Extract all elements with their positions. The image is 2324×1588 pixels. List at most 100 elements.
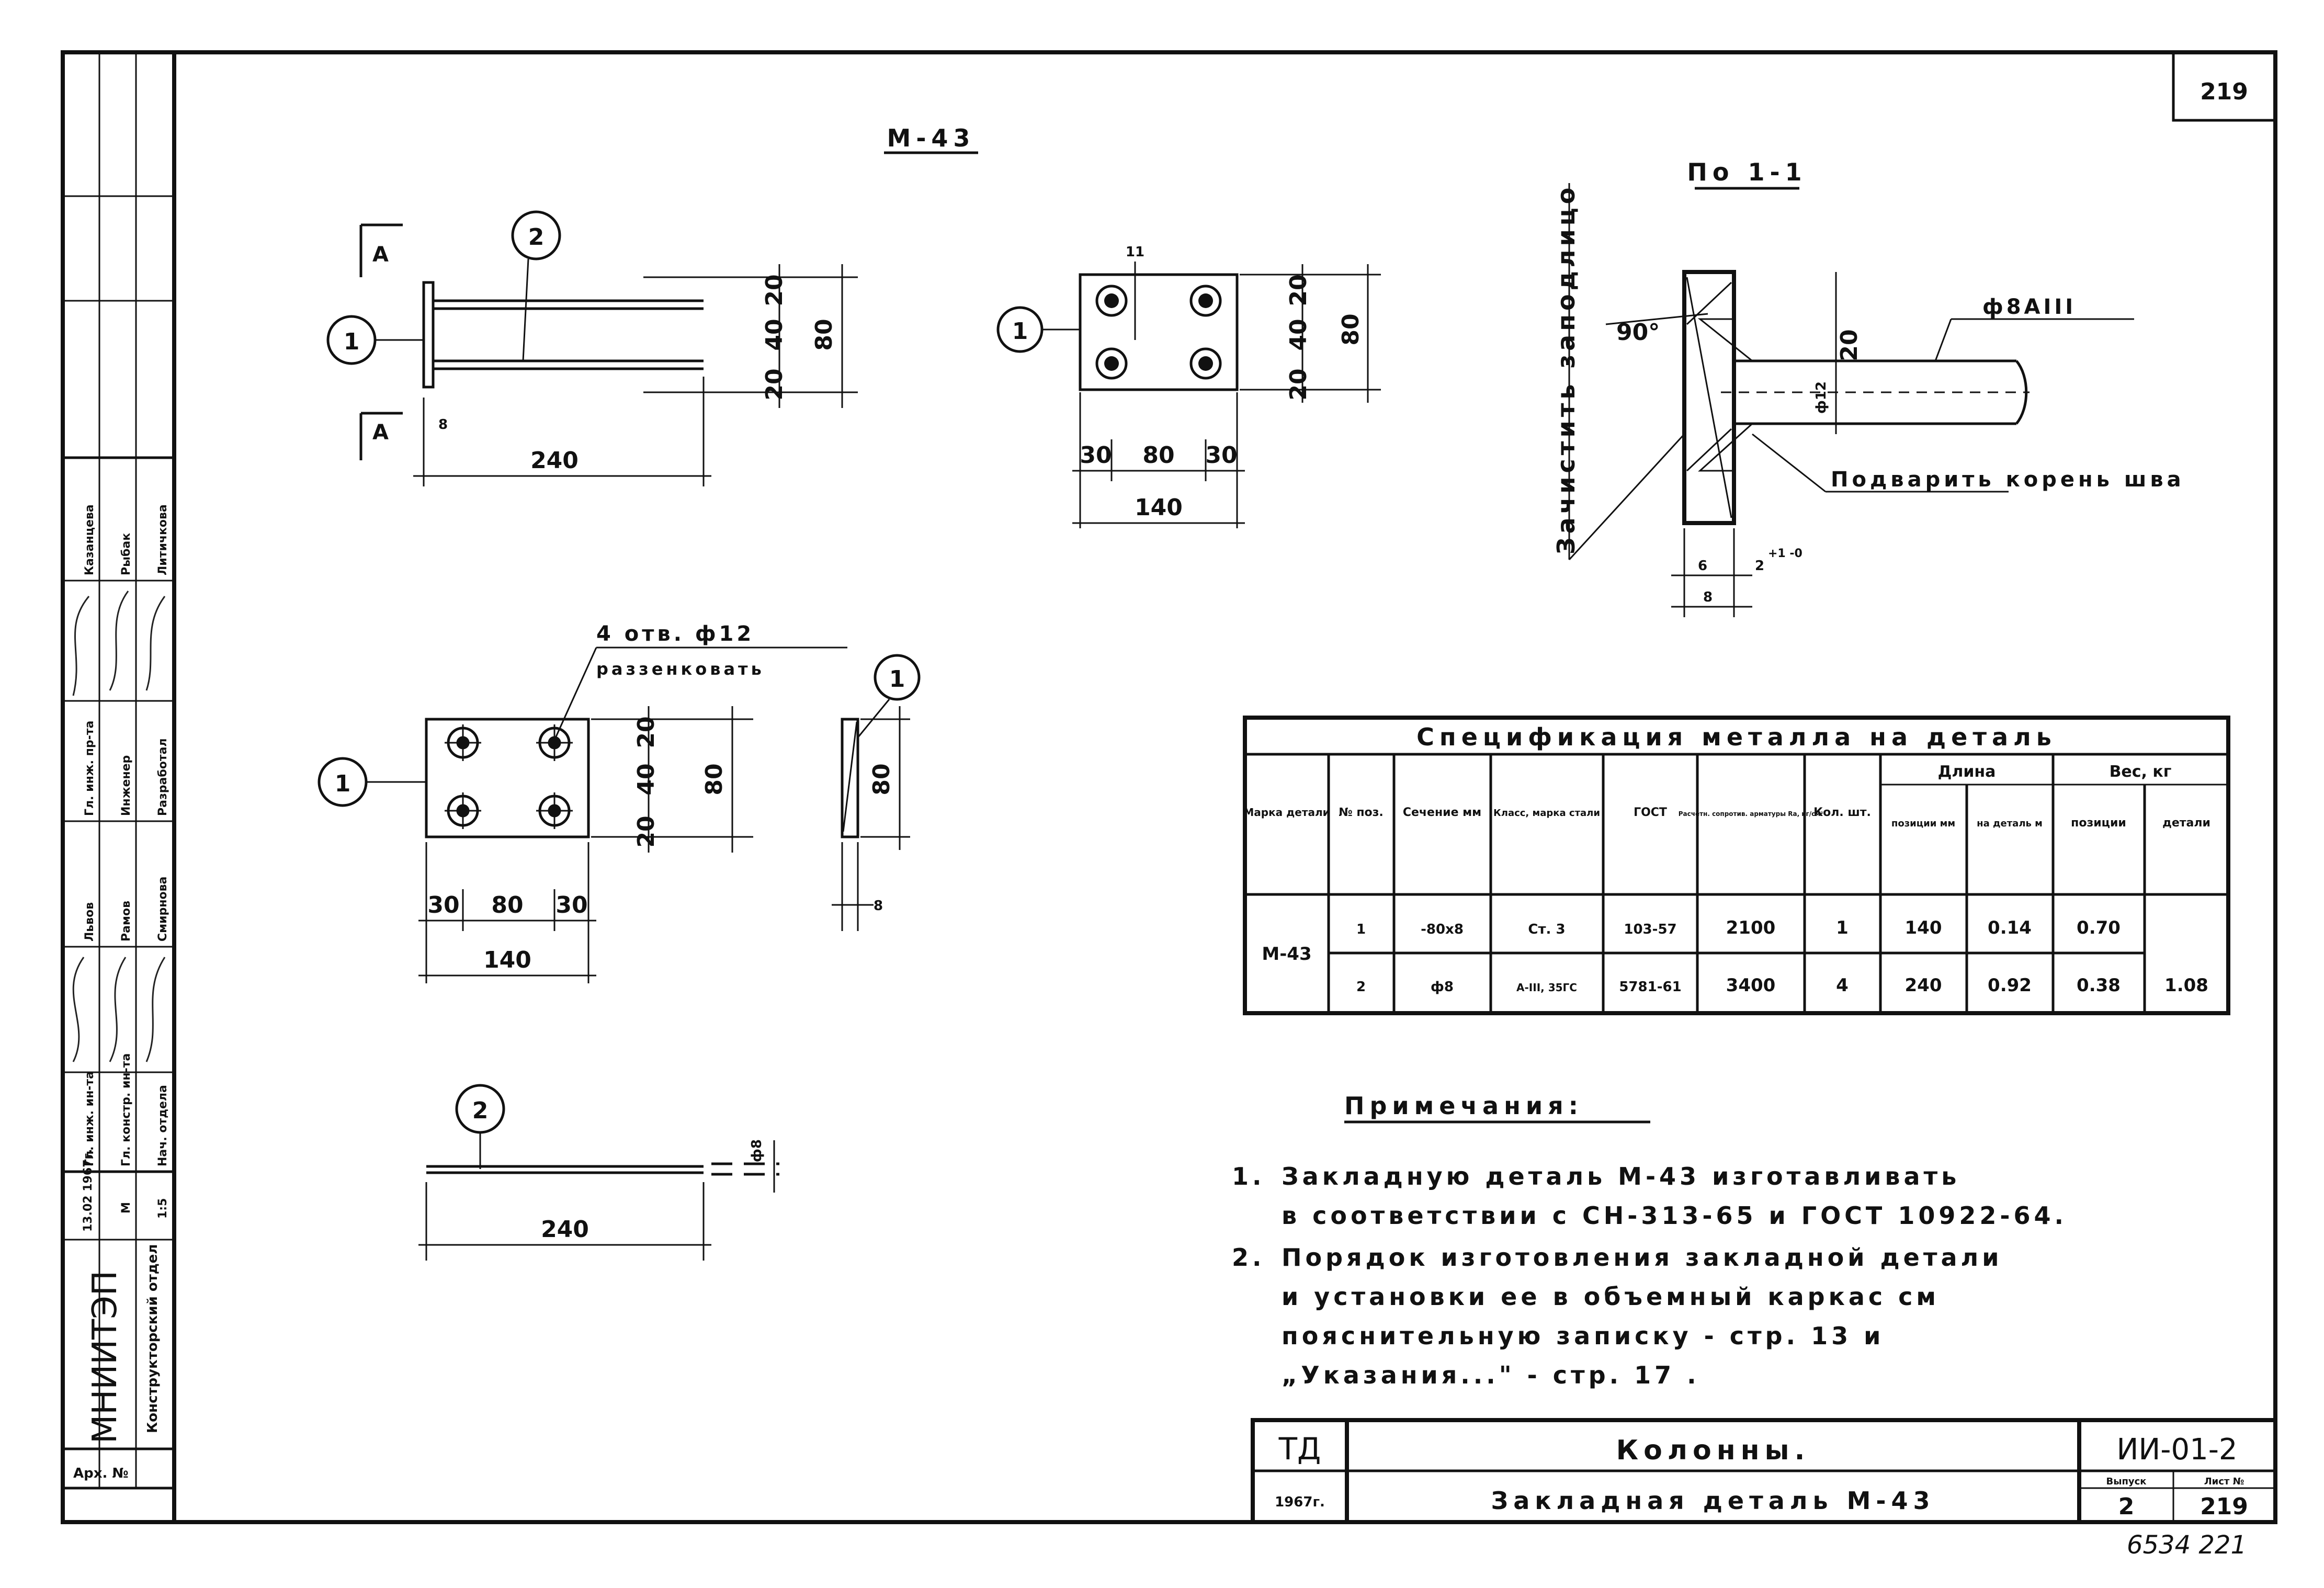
list-item: 2. Порядок изготовления закладной детали… bbox=[1232, 1243, 2002, 1389]
list-item: 1. Закладную деталь М-43 изготавливать в… bbox=[1232, 1162, 2067, 1230]
role-gl-inzh-proekta: Гл. инж. пр-та bbox=[83, 721, 96, 816]
cell-section: ф8 bbox=[1431, 979, 1454, 995]
tb-year: 1967г. bbox=[1275, 1494, 1325, 1510]
name-kazantseva: Казанцева bbox=[83, 504, 96, 575]
department-name: Конструкторский отдел bbox=[145, 1244, 161, 1433]
role-inzhener: Инженер bbox=[120, 755, 133, 816]
weld-tolerance: +1 -0 bbox=[1768, 547, 1802, 560]
name-ramov: Рамов bbox=[120, 901, 133, 942]
pos-1-bubble: 1 bbox=[344, 328, 360, 355]
table-row: 2 ф8 А-III, 35ГС 5781-61 3400 4 240 0.92… bbox=[1356, 975, 2208, 996]
sheet-number: 219 bbox=[2200, 78, 2248, 105]
view-section-weld: По 1-1 Зачистить заподлицо 90° ф8АIII 20… bbox=[1552, 158, 2185, 617]
view-elevation: А А 1 2 20 40 20 80 240 8 bbox=[326, 210, 858, 486]
cell-steel: Ст. 3 bbox=[1528, 922, 1565, 937]
signature-marks-lower bbox=[72, 957, 166, 1062]
role-razrabotal: Разработал bbox=[156, 738, 169, 816]
role-gl-inzh-inst: Гл. инж. ин-та bbox=[83, 1071, 96, 1166]
hdr-gost: ГОСТ bbox=[1634, 806, 1667, 819]
side-note-text: Зачистить заподлицо bbox=[1552, 184, 1580, 554]
front-dim-30b: 30 bbox=[1205, 442, 1237, 469]
archive-label: Арх. № bbox=[73, 1466, 129, 1481]
plate-dim-40: 40 bbox=[633, 763, 660, 795]
plate-dim-20b: 20 bbox=[633, 815, 660, 847]
hdr-steel: Класс, марка стали bbox=[1493, 808, 1600, 819]
plate-dim-80h: 80 bbox=[491, 892, 523, 918]
tb-sheet-label: Лист № bbox=[2204, 1476, 2244, 1487]
hdr-resistance: Расчетн. сопротив. арматуры Ra, кг/см² bbox=[1679, 810, 1823, 818]
stamp-date: 13.02 1967г. bbox=[82, 1149, 95, 1232]
cell-section: -80х8 bbox=[1421, 922, 1464, 937]
plate-dim-20a: 20 bbox=[633, 716, 660, 748]
plate-dim-30b: 30 bbox=[556, 892, 587, 918]
note-2-num: 2. bbox=[1232, 1243, 1265, 1272]
tb-issue: 2 bbox=[2118, 1493, 2135, 1520]
role-nach-otdela: Нач. отдела bbox=[156, 1085, 169, 1166]
plate-pos-1: 1 bbox=[335, 770, 351, 797]
plate-dim-30a: 30 bbox=[427, 892, 459, 918]
hdr-mark: Марка детали bbox=[1243, 806, 1330, 819]
tb-issue-label: Выпуск bbox=[2106, 1476, 2146, 1487]
name-lvov: Львов bbox=[83, 902, 96, 942]
view-front-plate: 11 1 20 40 20 80 30 80 30 140 bbox=[996, 244, 1381, 528]
note-1-line-1: Закладную деталь М-43 изготавливать bbox=[1282, 1162, 1960, 1190]
note-2-line-3: пояснительную записку - стр. 13 и bbox=[1282, 1322, 1884, 1350]
cell-qty: 4 bbox=[1836, 975, 1849, 996]
stamp-number: 6534 221 bbox=[2127, 1530, 2247, 1560]
edge-dim-8: 8 bbox=[874, 898, 883, 914]
front-dim-80: 80 bbox=[1337, 313, 1364, 345]
angle-90: 90° bbox=[1616, 319, 1660, 346]
cell-len-pos: 240 bbox=[1905, 975, 1942, 996]
plate-dim-140: 140 bbox=[483, 947, 531, 973]
weld-note-line1: Подварить корень шва bbox=[1831, 468, 2185, 492]
front-dim-30a: 30 bbox=[1080, 442, 1112, 469]
tb-org: ТД bbox=[1278, 1431, 1321, 1467]
tb-title-1: Колонны. bbox=[1616, 1435, 1810, 1466]
weld-dim-phi12: ф12 bbox=[1813, 381, 1829, 414]
cell-resistance: 2100 bbox=[1726, 917, 1776, 938]
front-dim-80h: 80 bbox=[1142, 442, 1174, 469]
spec-table: Спецификация металла на деталь Марка дет… bbox=[1243, 716, 2230, 1015]
tb-sheet: 219 bbox=[2200, 1493, 2248, 1520]
stamp-scale: 1:5 bbox=[156, 1198, 169, 1219]
weld-dim-6: 6 bbox=[1698, 558, 1707, 574]
weld-dim-20: 20 bbox=[1836, 329, 1863, 361]
hdr-weight-pos: позиции bbox=[2071, 816, 2126, 830]
dim-80: 80 bbox=[811, 319, 837, 350]
dim-20-bottom: 20 bbox=[761, 368, 788, 400]
cell-pos: 2 bbox=[1356, 979, 1366, 995]
hdr-qty: Кол. шт. bbox=[1813, 806, 1871, 819]
side-stamp: Гл. инж. ин-та Гл. констр. ин-та Нач. от… bbox=[61, 52, 176, 1522]
front-dim-140: 140 bbox=[1135, 494, 1183, 521]
front-dim-20a: 20 bbox=[1285, 274, 1312, 306]
spec-title: Спецификация металла на деталь bbox=[1416, 723, 2057, 751]
hdr-weight-detail: детали bbox=[2162, 816, 2210, 830]
institute-name: МНИИТЭП bbox=[86, 1271, 124, 1444]
holes-note-1: 4 отв. ф12 bbox=[596, 622, 754, 646]
notes: Примечания: 1. Закладную деталь М-43 изг… bbox=[1232, 1092, 2067, 1389]
section-mark-top: А bbox=[372, 243, 392, 267]
note-1-num: 1. bbox=[1232, 1162, 1265, 1190]
dim-40: 40 bbox=[761, 319, 788, 350]
view-plate-edge: 1 80 8 bbox=[832, 654, 921, 931]
plate-dim-80: 80 bbox=[701, 763, 728, 795]
signature-marks-upper bbox=[72, 591, 166, 696]
note-2-line-1: Порядок изготовления закладной детали bbox=[1282, 1243, 2002, 1272]
cell-pos: 1 bbox=[1356, 922, 1366, 937]
front-pos-1: 1 bbox=[1012, 318, 1028, 345]
hdr-length-pos: позиции мм bbox=[1891, 818, 1955, 829]
rebar-dim-240: 240 bbox=[541, 1216, 589, 1243]
stamp-scale-label: М bbox=[120, 1202, 133, 1213]
note-2-line-2: и установки ее в объемный каркас см bbox=[1282, 1283, 1940, 1311]
cell-mark: М-43 bbox=[1262, 944, 1311, 965]
dim-240: 240 bbox=[530, 447, 579, 474]
pos-2-bubble: 2 bbox=[528, 224, 545, 251]
note-1-line-2: в соответствии с СН-313-65 и ГОСТ 10922-… bbox=[1282, 1201, 2067, 1230]
rebar-pos-2: 2 bbox=[472, 1097, 489, 1124]
front-dim-40: 40 bbox=[1285, 319, 1312, 350]
dim-8: 8 bbox=[438, 417, 448, 433]
notes-title: Примечания: bbox=[1344, 1092, 1583, 1120]
view-plate-holes: 4 отв. ф12 раззенковать 1 20 40 20 80 30 bbox=[318, 622, 847, 983]
hdr-pos: № поз. bbox=[1339, 806, 1384, 819]
